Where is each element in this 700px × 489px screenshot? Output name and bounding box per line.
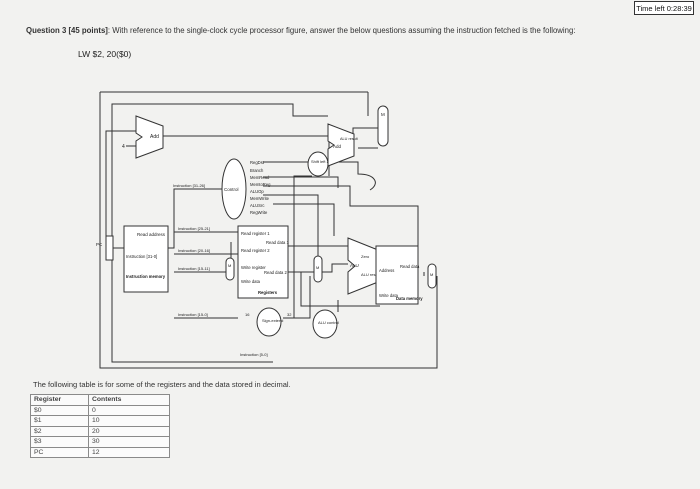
alu-control-label: ALU control (318, 320, 339, 325)
contents-cell: 10 (88, 415, 170, 427)
instruction-15-0-label: Instruction [15-0] (178, 312, 208, 317)
table-row: $2 20 (30, 425, 170, 437)
register-cell: $2 (30, 425, 89, 437)
question-label: Question 3 [45 points] (26, 26, 108, 35)
signal-memwrite: MemWrite (250, 196, 270, 201)
regdst-mux-label: M (228, 263, 231, 268)
sign-extend-label: Sign-extend (262, 318, 283, 323)
table-caption: The following table is for some of the r… (33, 380, 291, 389)
contents-cell: 12 (88, 446, 170, 458)
sign-extend-input-width: 16 (245, 312, 250, 317)
register-cell: PC (30, 446, 89, 458)
read-data-2-label: Read data 2 (264, 270, 287, 275)
read-register-1-label: Read register 1 (241, 231, 270, 236)
instruction-15-11-label: Instruction [15-11] (178, 266, 210, 271)
single-cycle-processor-diagram: Add 4 PC Read address Instruction [31-0]… (88, 86, 448, 376)
pc-adder-label: Add (150, 134, 159, 140)
table-row: $1 10 (30, 415, 170, 427)
table-header-row: Register Contents (30, 394, 170, 406)
shift-left-2-label: Shift left 2 (311, 159, 330, 164)
alu-zero-label: Zero (361, 254, 370, 259)
register-cell: $0 (30, 404, 89, 416)
contents-cell: 0 (88, 404, 170, 416)
alu-result-label: ALU result (361, 272, 381, 277)
instruction-25-21-label: Instruction [25-21] (178, 226, 210, 231)
instruction-memory-label: Instruction memory (126, 274, 166, 279)
write-data-memory-label: Write data (379, 293, 399, 298)
table-row: $0 0 (30, 404, 170, 416)
alusrc-mux-label: M (316, 265, 319, 270)
register-cell: $3 (30, 436, 89, 448)
signal-memtoreg: MemtoReg (250, 182, 271, 187)
time-left-indicator: Time left 0:28:39 (634, 1, 694, 15)
registers-label: Registers (258, 290, 278, 295)
write-register-label: Write register (241, 265, 266, 270)
memtoreg-mux-label: M (430, 272, 433, 277)
address-label: Address (379, 268, 394, 273)
table-row: $3 30 (30, 436, 170, 448)
read-address-label: Read address (137, 232, 166, 237)
header-register: Register (30, 394, 89, 406)
data-memory-label: Data memory (396, 296, 423, 301)
question-body: With reference to the single-clock cycle… (112, 26, 576, 35)
constant-four: 4 (122, 144, 125, 150)
table-row: PC 12 (30, 446, 170, 458)
read-data-label: Read data (400, 264, 420, 269)
contents-cell: 20 (88, 425, 170, 437)
write-data-label: Write data (241, 279, 261, 284)
branch-adder-result-label: ALU result (340, 137, 359, 141)
branch-mux-label: M (381, 112, 385, 117)
signal-branch: Branch (250, 168, 264, 173)
register-cell: $1 (30, 415, 89, 427)
instruction-20-16-label: Instruction [20-16] (178, 248, 210, 253)
question-text: Question 3 [45 points]: With reference t… (26, 26, 576, 35)
read-register-2-label: Read register 2 (241, 248, 270, 253)
register-table: Register Contents $0 0 $1 10 $2 20 $3 30 (30, 394, 170, 458)
signal-regdst: RegDst (250, 160, 265, 165)
alu-label: ALU (350, 263, 359, 268)
signal-memread: MemRead (250, 175, 270, 180)
instruction-31-0-label: Instruction [31-0] (126, 254, 157, 259)
instruction-31-26-label: Instruction [31-26] (173, 183, 205, 188)
signal-aluop: ALUOp (250, 189, 264, 194)
pc-label: PC (96, 242, 103, 247)
branch-adder-label: Add (333, 144, 342, 149)
read-data-1-label: Read data 1 (266, 240, 289, 245)
instruction-5-0-label: Instruction [5-0] (240, 352, 268, 357)
fetched-instruction: LW $2, 20($0) (78, 49, 132, 59)
contents-cell: 30 (88, 436, 170, 448)
signal-alusrc: ALUSrc (250, 203, 264, 208)
sign-extend-output-width: 32 (287, 312, 292, 317)
header-contents: Contents (88, 394, 170, 406)
signal-regwrite: RegWrite (250, 210, 268, 215)
control-label: Control (224, 187, 239, 192)
